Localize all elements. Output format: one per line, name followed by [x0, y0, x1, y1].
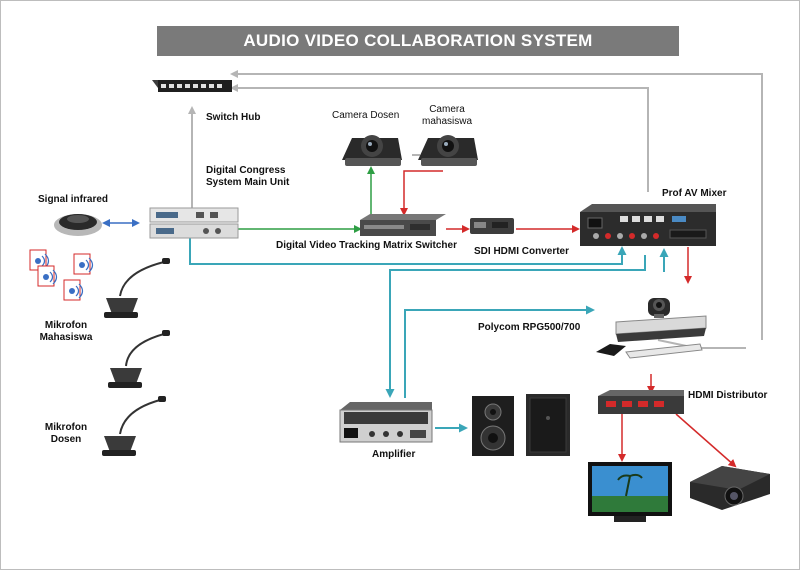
label-switch-hub: Switch Hub [206, 112, 261, 123]
camera-dosen-device [342, 135, 402, 166]
label-camera-mahasiswa-line1: Camera [429, 104, 465, 115]
diagram-title: AUDIO VIDEO COLLABORATION SYSTEM [157, 26, 679, 56]
label-mikrofon-mahasiswa-line1: Mikrofon [44, 320, 88, 331]
label-mikrofon-dosen-line1: Mikrofon [44, 422, 88, 433]
label-mikrofon-mahasiswa-line2: Mahasiswa [39, 332, 93, 343]
speaker-left-device [472, 396, 514, 456]
label-amplifier: Amplifier [372, 449, 416, 460]
label-prof-av-mixer: Prof AV Mixer [662, 188, 727, 199]
label-mikrofon-mahasiswa: Mikrofon Mahasiswa [34, 320, 98, 344]
label-mikrofon-dosen-line2: Dosen [50, 434, 82, 445]
infrared-receiver-cards [29, 249, 94, 301]
label-digital-congress-line1: Digital Congress [206, 165, 286, 176]
projector-device [690, 466, 770, 510]
microphone-mahasiswa-1 [104, 258, 170, 318]
hdmi-distributor-device [598, 390, 684, 414]
label-camera-dosen: Camera Dosen [332, 110, 400, 121]
label-mikrofon-dosen: Mikrofon Dosen [36, 422, 96, 446]
infrared-receiver-card [37, 265, 58, 287]
label-digital-congress-line2: System Main Unit [206, 177, 290, 188]
green-video-lines [238, 166, 375, 233]
congress-main-unit-device [149, 207, 239, 239]
label-polycom: Polycom RPG500/700 [478, 322, 581, 333]
infrared-receiver-card [73, 253, 94, 275]
infrared-emitter-device [54, 214, 102, 236]
matrix-switcher-device [360, 214, 446, 236]
speaker-right-device [526, 394, 570, 456]
amplifier-device [339, 402, 433, 443]
label-matrix-switcher: Digital Video Tracking Matrix Switcher [276, 240, 457, 251]
label-digital-congress: Digital Congress System Main Unit [206, 165, 289, 189]
label-signal-infrared: Signal infrared [38, 194, 109, 205]
sdi-hdmi-converter-device [470, 218, 514, 234]
red-video-lines [400, 170, 737, 468]
label-sdi-hdmi-converter: SDI HDMI Converter [474, 246, 570, 257]
label-camera-mahasiswa: Camera mahasiswa [412, 104, 482, 128]
microphone-mahasiswa-2 [108, 330, 170, 388]
infrared-receiver-card [63, 279, 84, 301]
av-mixer-device [580, 204, 716, 246]
microphone-dosen [102, 396, 166, 456]
switch-hub-device [152, 80, 232, 92]
polycom-device [596, 298, 707, 359]
label-hdmi-distributor: HDMI Distributor [688, 390, 768, 401]
camera-mahasiswa-device [418, 135, 478, 166]
teal-audio-lines [189, 236, 669, 433]
label-camera-mahasiswa-line2: mahasiswa [421, 116, 473, 127]
tv-display-device [588, 462, 672, 522]
